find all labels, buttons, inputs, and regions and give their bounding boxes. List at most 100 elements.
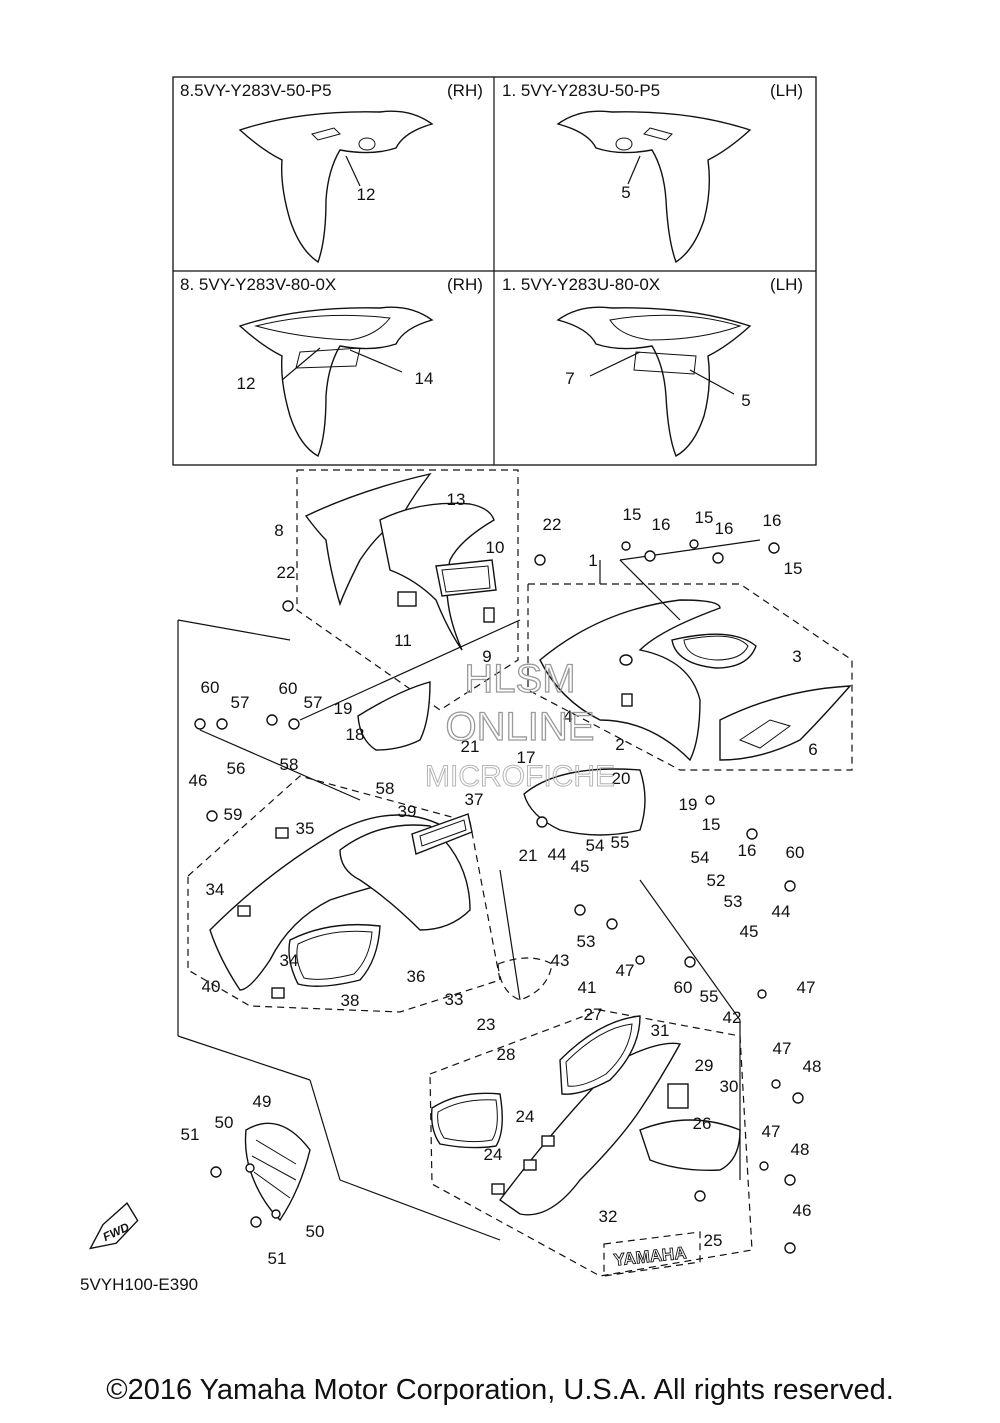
callout-47b: 47 [797,978,816,997]
callout-15b: 15 [695,508,714,527]
callout-46b: 46 [793,1201,812,1220]
callout-54: 54 [586,836,605,855]
callout-37: 37 [465,790,484,809]
callout-32: 32 [599,1207,618,1226]
decal-panel-rh-1: 8.5VY-Y283V-50-P5 (RH) 12 [180,81,483,264]
callout-47c: 47 [773,1039,792,1058]
callout-51b: 51 [268,1249,287,1268]
callout-27: 27 [584,1005,603,1024]
callout-7: 7 [565,369,574,388]
callout-31: 31 [651,1021,670,1040]
group-33 [187,775,501,1013]
decal-panel-rh-2: 8. 5VY-Y283V-80-0X (RH) 12 14 [180,275,483,457]
group-23 [429,1009,753,1277]
callout-20: 20 [612,769,631,788]
callout-16b: 16 [715,519,734,538]
callout-15: 15 [623,505,642,524]
callout-5b: 5 [741,391,750,410]
callout-35: 35 [296,819,315,838]
callout-59: 59 [224,805,243,824]
callout-21: 21 [461,737,480,756]
callout-48b: 48 [791,1140,810,1159]
callout-50b: 50 [306,1222,325,1241]
callout-5: 5 [621,183,630,202]
callout-22b: 22 [543,515,562,534]
callout-56: 56 [227,759,246,778]
callout-3: 3 [792,647,801,666]
decal-panel-lh-2: 1. 5VY-Y283U-80-0X (LH) 7 5 [502,275,803,457]
bracket-group [357,681,646,836]
callout-58b: 58 [376,779,395,798]
callout-43: 43 [551,951,570,970]
callout-41: 41 [578,978,597,997]
callout-45b: 45 [740,922,759,941]
panel-rh-2-side: (RH) [447,275,483,294]
callout-33: 33 [445,990,464,1009]
panel-rh-1-partno: 8.5VY-Y283V-50-P5 [180,81,332,100]
callout-11: 11 [394,631,412,650]
part-49 [244,1122,311,1222]
callout-16c: 16 [763,511,782,530]
callout-44b: 44 [772,902,791,921]
callout-29: 29 [695,1056,714,1075]
panel-rh-2-partno: 8. 5VY-Y283V-80-0X [180,275,336,294]
callout-40: 40 [202,977,221,996]
callout-8: 8 [274,521,283,540]
callout-50: 50 [215,1113,234,1132]
decal-panel-grid [172,76,817,466]
callout-18: 18 [346,725,365,744]
callout-21b: 21 [519,846,538,865]
callout-16d: 16 [738,841,757,860]
fwd-arrow-icon: FWD [88,1202,139,1250]
callout-4: 4 [563,707,572,726]
decal-panel-lh-1: 1. 5VY-Y283U-50-P5 (LH) 5 [502,81,803,264]
callout-51: 51 [181,1125,200,1144]
part-32-decal: YAMAHA [603,1231,701,1277]
callout-10: 10 [486,538,505,557]
panel-lh-1-partno: 1. 5VY-Y283U-50-P5 [502,81,660,100]
callout-42: 42 [723,1008,742,1027]
fasteners [194,539,804,1254]
watermark-line-2: ONLINE [446,705,595,749]
watermark-line-1: HLSM [464,657,575,701]
callout-52: 52 [707,871,726,890]
group-8 [296,469,519,711]
callout-23: 23 [477,1015,496,1034]
callout-6: 6 [808,740,817,759]
callout-15c: 15 [784,559,803,578]
callout-30: 30 [720,1077,739,1096]
callout-47: 47 [616,961,635,980]
callout-60c: 60 [786,843,805,862]
callout-9: 9 [482,647,491,666]
callout-55: 55 [611,833,630,852]
callout-57: 57 [231,693,250,712]
panel-lh-2-side: (LH) [770,275,803,294]
diagram-code: 5VYH100-E390 [80,1275,198,1294]
callout-60d: 60 [674,978,693,997]
callout-53b: 53 [577,932,596,951]
callout-53: 53 [724,892,743,911]
part-41 [497,957,553,1001]
panel-lh-2-partno: 1. 5VY-Y283U-80-0X [502,275,660,294]
callout-39: 39 [398,802,417,821]
callout-45: 45 [571,857,590,876]
callout-49: 49 [253,1092,272,1111]
callout-36: 36 [407,967,426,986]
callout-19: 19 [334,699,353,718]
copyright-notice: ©2016 Yamaha Motor Corporation, U.S.A. A… [106,1374,894,1406]
callout-13: 13 [447,490,466,509]
panel-rh-1-side: (RH) [447,81,483,100]
leader-lines [177,539,761,1241]
callout-58: 58 [280,755,299,774]
callout-60b: 60 [279,679,298,698]
callout-12b: 12 [237,374,256,393]
callout-26: 26 [693,1114,712,1133]
callout-1: 1 [588,551,597,570]
callout-44: 44 [548,845,567,864]
callout-57b: 57 [304,693,323,712]
callout-24: 24 [516,1107,535,1126]
callout-24b: 24 [484,1145,503,1164]
callout-60: 60 [201,678,220,697]
callout-12: 12 [357,185,376,204]
